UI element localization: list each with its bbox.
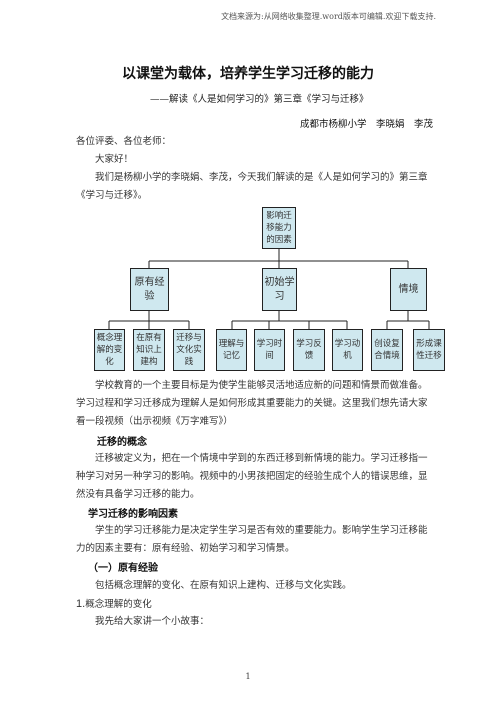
document-title: 以课堂为载体，培养学生学习迁移的能力 (122, 66, 374, 82)
diagram-leaf: 学习反馈 (293, 329, 325, 371)
diagram-leaf: 迁移与文化实践 (173, 329, 205, 371)
document-subtitle: ——解读《人是如何学习的》第三章《学习与迁移》 (150, 94, 369, 105)
prior-experience-paragraph: 包括概念理解的变化、在原有知识上建构、迁移与文化实践。 (95, 580, 352, 591)
diagram-leaf: 理解与记忆 (216, 329, 247, 371)
diagram-leaf: 创设复合情境 (371, 329, 403, 371)
section-heading-concept: 迁移的概念 (97, 437, 147, 448)
hello: 大家好！ (95, 154, 134, 165)
concept-paragraph: 迁移被定义为，把在一个情境中学到的东西迁移到新情境的能力。学习迁移指一种学习对另… (76, 453, 428, 500)
diagram-leaf: 在原有知识上建构 (133, 329, 165, 371)
section-heading-factors: 学习迁移的影响因素 (88, 509, 178, 520)
diagram-branch-prior-experience: 原有经验 (130, 268, 169, 311)
goal-paragraph: 学校教育的一个主要目标是为使学生能够灵活地适应新的问题和情景而做准备。学习过程和… (76, 380, 428, 427)
diagram-leaf: 学习时间 (254, 329, 285, 371)
diagram-leaf: 形成课性迁移 (413, 329, 445, 371)
page-header-note: 文档来源为:从网络收集整理.word版本可编辑.欢迎下载支持. (221, 12, 436, 21)
page-number: 1 (245, 672, 251, 681)
factors-paragraph: 学生的学习迁移能力是决定学生学习是否有效的重要能力。影响学生学习迁移能力的因素主… (76, 525, 428, 554)
diagram-branch-initial-learning: 初始学习 (262, 268, 297, 311)
greeting: 各位评委、各位老师： (76, 136, 172, 147)
diagram-branch-context: 情境 (390, 268, 427, 311)
list-item-1: 1.概念理解的变化 (76, 598, 152, 610)
subsection-heading-prior-experience: （一）原有经验 (88, 563, 158, 574)
diagram-leaf: 概念理解的变化 (94, 329, 125, 371)
diagram-root-node: 影响迁移能力的因素 (262, 207, 296, 249)
story-intro: 我先给大家讲一个小故事： (95, 616, 210, 627)
authors-line: 成都市杨柳小学 李晓娟 李茂 (299, 119, 433, 130)
diagram-leaf: 学习动机 (332, 329, 363, 371)
intro-paragraph: 我们是杨柳小学的李晓娟、李茂，今天我们解读的是《人是如何学习的》第三章《学习与迁… (76, 172, 428, 201)
